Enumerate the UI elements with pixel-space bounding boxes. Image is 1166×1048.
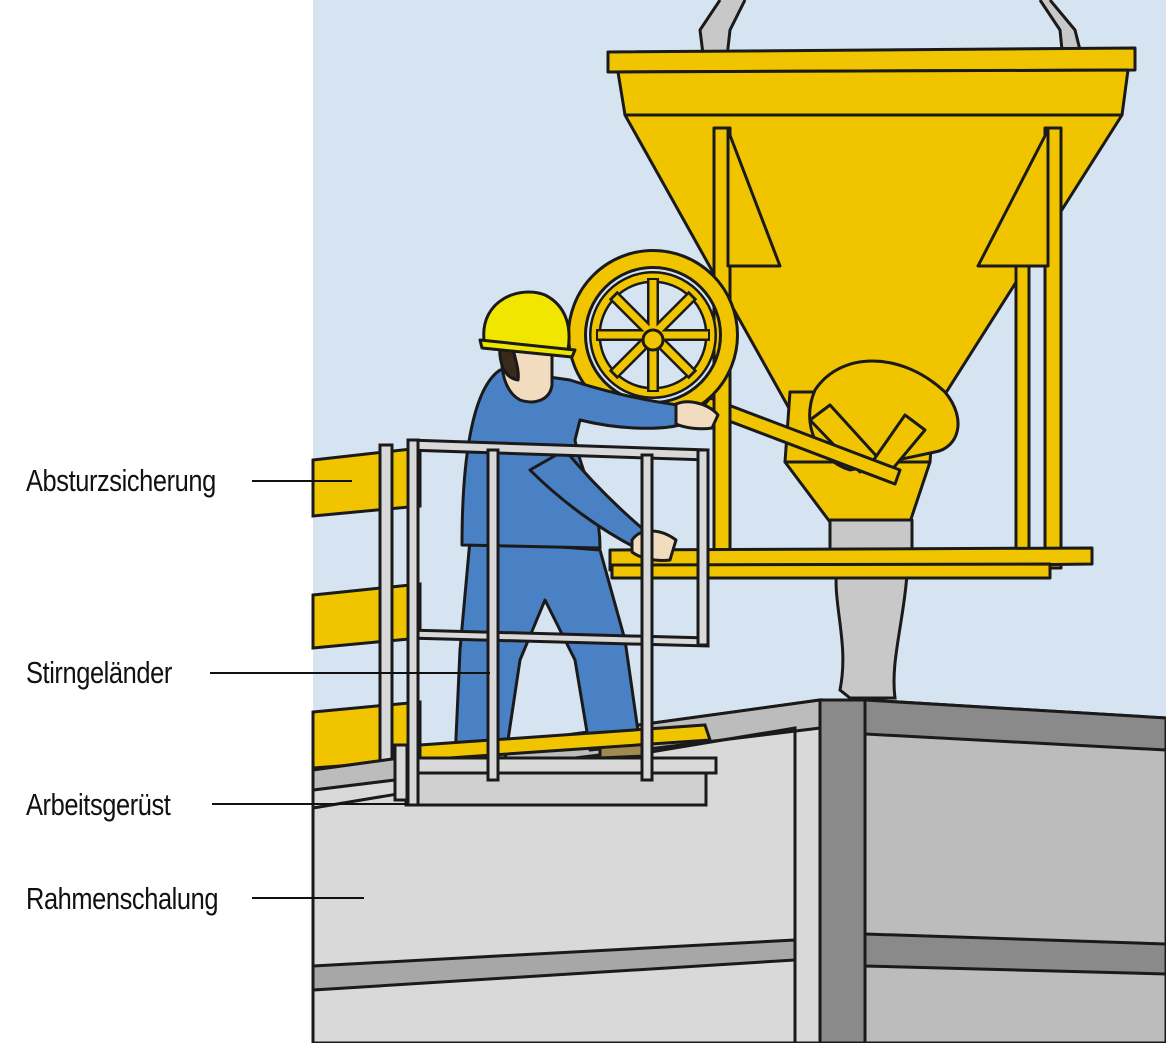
label-absturzsicherung: Absturzsicherung — [26, 463, 216, 498]
fall-protection-boards — [311, 443, 422, 797]
concrete-stream — [834, 558, 910, 700]
label-stirngelaender: Stirngeländer — [26, 655, 172, 690]
concrete-bucket — [567, 0, 1137, 580]
end-guardrail — [406, 438, 710, 807]
label-arbeitsgeruest: Arbeitsgerüst — [26, 787, 171, 822]
callout-lines — [210, 480, 490, 899]
worker — [453, 290, 720, 762]
label-rahmenschalung: Rahmenschalung — [26, 881, 219, 916]
